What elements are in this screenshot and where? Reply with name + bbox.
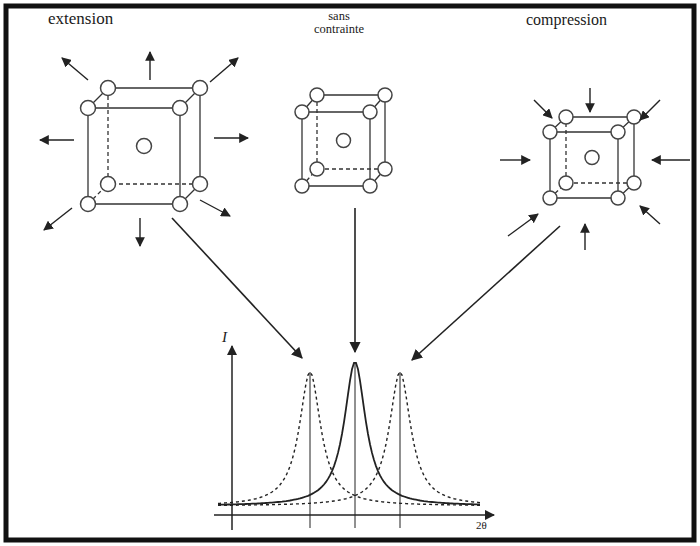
compression-arrows <box>500 88 690 250</box>
atom <box>559 176 573 190</box>
atom <box>559 110 573 124</box>
cell-edge <box>317 94 385 95</box>
extension-arrows <box>40 52 248 246</box>
state-label: compression <box>526 12 607 29</box>
cell-edge <box>87 108 88 204</box>
atom <box>363 105 377 119</box>
atom <box>310 88 324 102</box>
cell-edge <box>549 132 550 198</box>
atom <box>101 81 116 96</box>
pointer-arrows <box>172 208 560 360</box>
atom <box>627 176 641 190</box>
cell-edge <box>317 168 385 169</box>
state-label: extension <box>48 10 113 28</box>
cell-edge <box>88 203 180 204</box>
cell-edge <box>301 112 302 186</box>
atom <box>337 134 351 148</box>
atom <box>543 191 557 205</box>
atom <box>137 139 152 154</box>
cell-edge <box>108 183 200 184</box>
atom <box>295 105 309 119</box>
atom <box>543 125 557 139</box>
unit-cells <box>81 81 642 212</box>
diffraction-peaks <box>218 363 480 506</box>
state-label: sans contrainte <box>302 10 376 36</box>
cell-edge <box>369 112 370 186</box>
cell-edge <box>107 88 108 184</box>
cell-edge <box>316 95 317 169</box>
cell-edge <box>617 132 618 198</box>
atom <box>611 125 625 139</box>
axis-label: 2θ <box>476 520 487 532</box>
cell-edge <box>108 87 200 88</box>
axis-label: I <box>222 330 227 346</box>
cell-edge <box>384 95 385 169</box>
peak-position-lines <box>310 362 400 528</box>
atom <box>295 179 309 193</box>
atom <box>627 110 641 124</box>
atom <box>173 197 188 212</box>
atom <box>310 162 324 176</box>
atom <box>611 191 625 205</box>
cell-edge <box>302 111 370 112</box>
cell-edge <box>199 88 200 184</box>
extended-cell <box>81 81 208 212</box>
atom <box>585 151 599 165</box>
cell-edge <box>633 117 634 183</box>
cell-edge <box>566 182 634 183</box>
cell-edge <box>550 131 618 132</box>
unstrained-cell <box>295 88 392 193</box>
atom <box>378 88 392 102</box>
atom <box>173 101 188 116</box>
cell-edge <box>550 197 618 198</box>
atom <box>378 162 392 176</box>
compressed-cell <box>543 110 641 205</box>
atom <box>193 81 208 96</box>
frame <box>6 6 694 540</box>
axes <box>214 346 494 530</box>
cell-edge <box>88 107 180 108</box>
atom <box>81 197 96 212</box>
cell-edge <box>566 116 634 117</box>
atom <box>101 177 116 192</box>
reference-peak <box>218 363 480 505</box>
cell-edge <box>302 185 370 186</box>
atom <box>193 177 208 192</box>
atom <box>363 179 377 193</box>
cell-edge <box>565 117 566 183</box>
atom <box>81 101 96 116</box>
cell-edge <box>179 108 180 204</box>
